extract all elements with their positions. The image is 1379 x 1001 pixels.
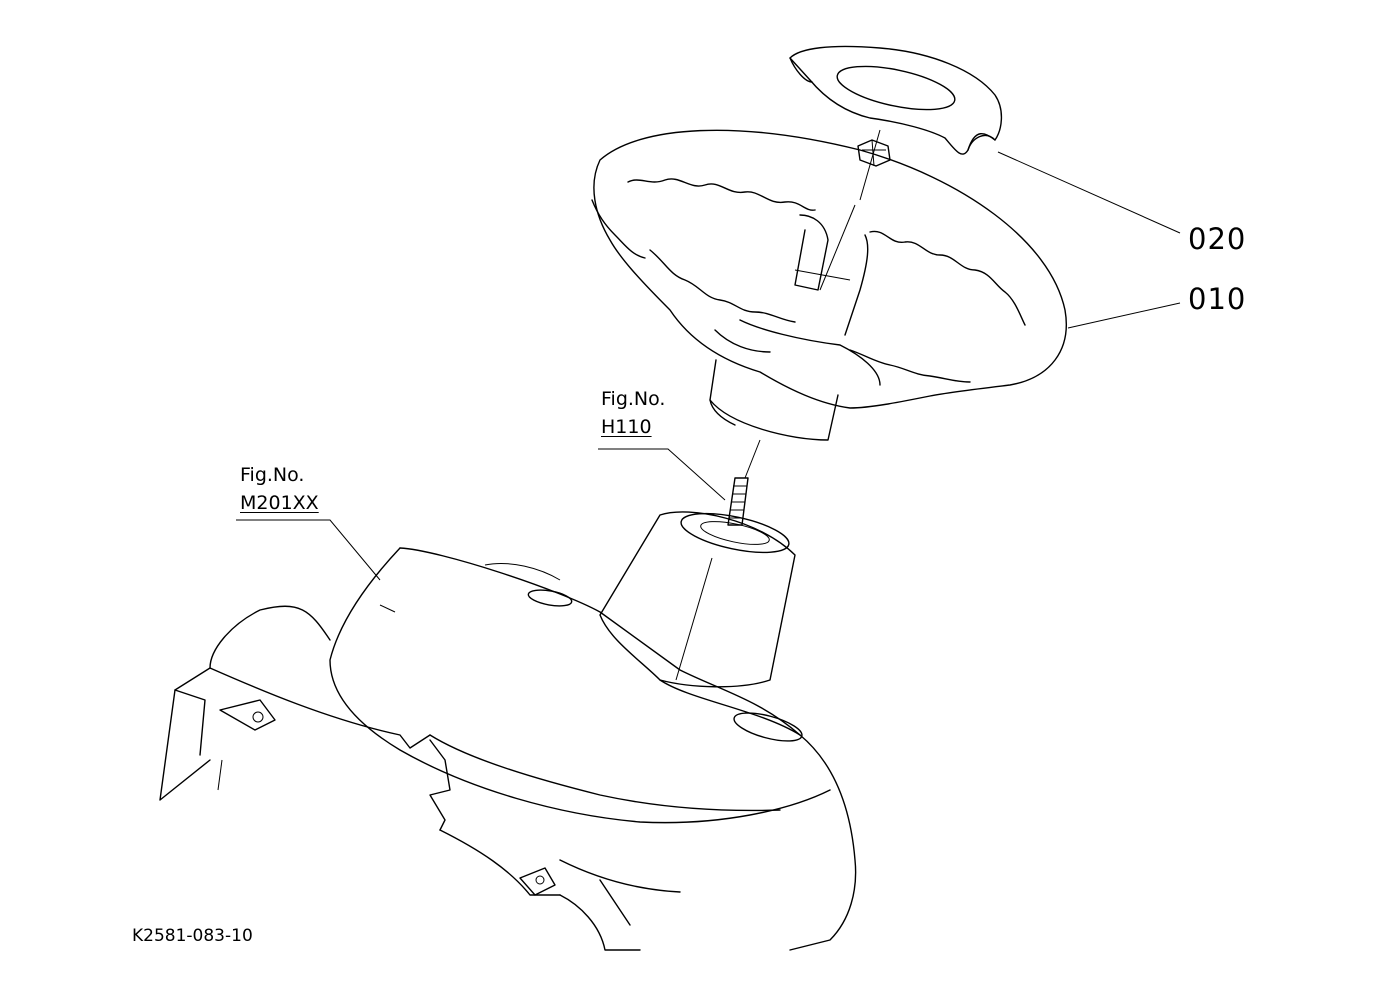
figure-ref-h110-number: H110 [601,416,652,438]
figure-ref-h110[interactable]: Fig.No. H110 [601,385,665,441]
steering-column-housing [599,511,803,742]
callout-020-label: 020 [1188,222,1247,256]
figure-ref-h110-label: Fig.No. [601,388,666,410]
callout-leaders [236,151,1181,581]
figure-ref-m201xx[interactable]: Fig.No. M201XX [240,461,319,517]
assembly-axis-lines [744,129,881,479]
steering-wheel[interactable] [591,129,1067,441]
steering-wheel-cap[interactable] [789,45,1003,155]
dashboard-panel [159,547,857,951]
drawing-code: K2581-083-10 [132,926,253,946]
figure-ref-m201xx-number: M201XX [240,492,319,514]
figure-ref-m201xx-label: Fig.No. [240,464,305,486]
steering-nut[interactable] [857,139,891,167]
callout-010-label: 010 [1188,282,1247,316]
